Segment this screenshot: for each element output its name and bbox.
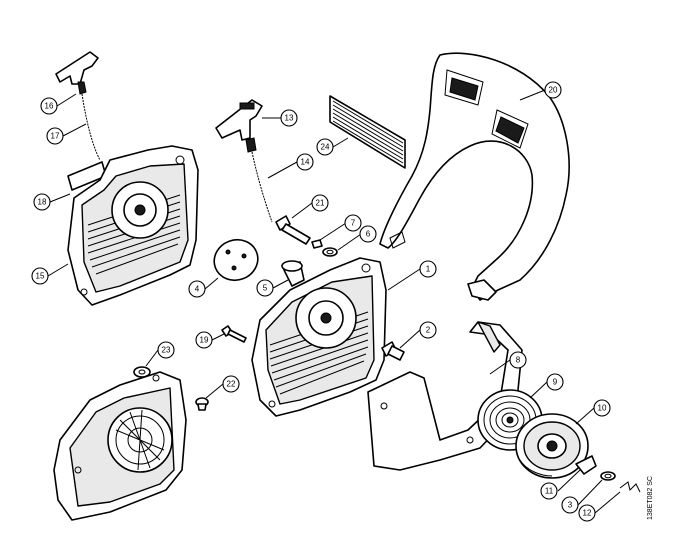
callout-24: 24 <box>316 138 334 156</box>
callout-17: 17 <box>46 127 64 145</box>
svg-text:4: 4 <box>195 285 200 294</box>
part-pawl <box>575 455 597 475</box>
part-washer <box>322 247 338 257</box>
svg-text:6: 6 <box>366 230 371 239</box>
part-disc <box>213 238 259 282</box>
part-screw-22 <box>195 397 209 411</box>
callout-5: 5 <box>256 279 274 297</box>
callout-11: 11 <box>540 482 558 500</box>
svg-text:3: 3 <box>568 501 573 510</box>
part-fan-housing-center <box>251 257 387 417</box>
part-fan-housing-lower <box>53 371 187 521</box>
callout-2: 2 <box>419 321 437 339</box>
callout-3: 3 <box>561 496 579 514</box>
svg-text:23: 23 <box>162 346 171 355</box>
svg-text:15: 15 <box>36 272 45 281</box>
callout-8: 8 <box>509 351 527 369</box>
callout-1: 1 <box>419 260 437 278</box>
svg-text:14: 14 <box>301 158 310 167</box>
svg-text:2: 2 <box>426 326 431 335</box>
part-pin <box>381 341 405 361</box>
svg-text:21: 21 <box>316 199 325 208</box>
part-starter-grip-upper <box>55 51 101 161</box>
part-rear-handle <box>379 52 570 301</box>
callout-7: 7 <box>344 214 362 232</box>
leader-lines <box>47 89 621 514</box>
callout-12: 12 <box>578 504 596 522</box>
part-screen <box>329 95 406 169</box>
svg-text:20: 20 <box>549 86 558 95</box>
callout-13: 13 <box>280 109 298 127</box>
callout-6: 6 <box>359 225 377 243</box>
part-starter-grip-middle <box>215 99 273 223</box>
svg-text:10: 10 <box>598 404 607 413</box>
part-cap <box>281 260 305 287</box>
callout-18: 18 <box>33 193 51 211</box>
svg-text:22: 22 <box>227 380 236 389</box>
drawing-code: 138ET082 SC <box>647 476 654 520</box>
callout-14: 14 <box>296 153 314 171</box>
callout-21: 21 <box>311 194 329 212</box>
svg-text:9: 9 <box>553 378 558 387</box>
callout-23: 23 <box>157 341 175 359</box>
callout-22: 22 <box>222 375 240 393</box>
svg-text:1: 1 <box>426 265 431 274</box>
part-screw-small <box>311 239 323 249</box>
callout-19: 19 <box>195 331 213 349</box>
svg-text:11: 11 <box>545 487 554 496</box>
svg-text:12: 12 <box>583 509 592 518</box>
svg-text:18: 18 <box>38 198 47 207</box>
callout-20: 20 <box>544 81 562 99</box>
callout-15: 15 <box>31 267 49 285</box>
callout-16: 16 <box>40 97 58 115</box>
svg-text:17: 17 <box>51 132 60 141</box>
part-fan-housing-upper <box>67 145 199 306</box>
svg-text:5: 5 <box>263 284 268 293</box>
callout-10: 10 <box>593 399 611 417</box>
svg-text:16: 16 <box>45 102 54 111</box>
part-spring-clip <box>619 481 641 493</box>
part-screw-19 <box>221 325 247 343</box>
part-washer-small <box>600 471 616 481</box>
callout-4: 4 <box>188 280 206 298</box>
part-nut <box>133 366 151 378</box>
svg-text:7: 7 <box>351 219 356 228</box>
svg-text:8: 8 <box>516 356 521 365</box>
svg-text:24: 24 <box>321 143 330 152</box>
svg-text:13: 13 <box>285 114 294 123</box>
svg-text:19: 19 <box>200 336 209 345</box>
part-bolt <box>275 215 311 245</box>
part-rope-rotor <box>515 413 589 479</box>
callout-9: 9 <box>546 373 564 391</box>
